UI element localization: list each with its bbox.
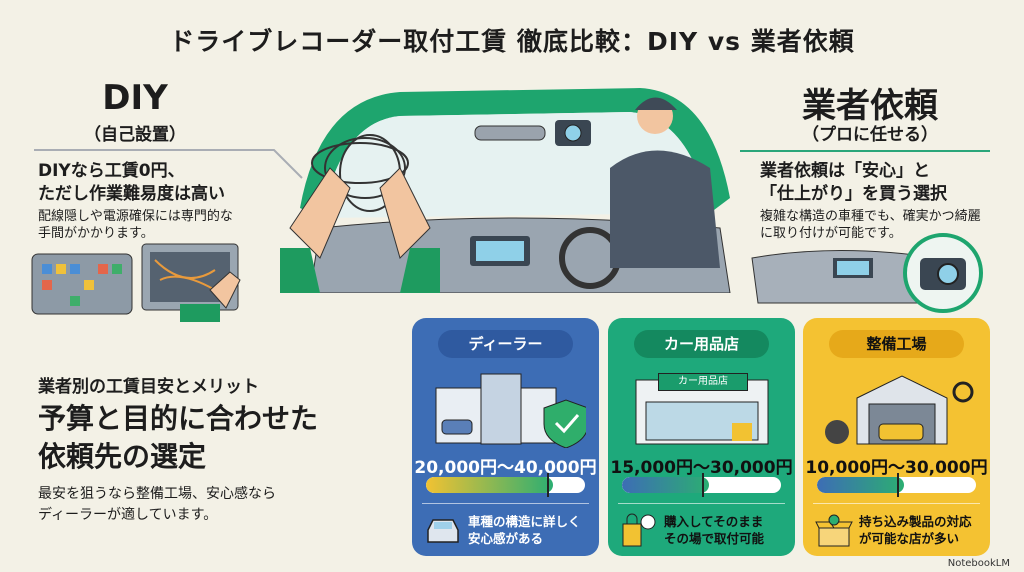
price-range: 15,000円〜30,000円 <box>610 458 793 478</box>
divider <box>422 503 589 504</box>
diy-lead-line2: ただし作業難易度は高い <box>38 184 225 204</box>
card-title: カー用品店 <box>634 330 769 358</box>
pro-desc: 複雑な構造の車種でも、確実かつ綺麗に取り付けが可能です。 <box>760 208 981 242</box>
merit-line2: が可能な店が多い <box>859 531 960 546</box>
divider <box>813 503 980 504</box>
merit-line2: 安心感がある <box>468 531 544 546</box>
merit-line1: 持ち込み製品の対応 <box>859 514 972 529</box>
diy-lead-line1: DIYなら工賃0円、 <box>38 161 185 181</box>
garage-building-icon <box>825 375 974 445</box>
card-garage: 整備工場 10,000円〜30,000円 持ち込み製品の対応が可能な店が多い <box>803 318 990 556</box>
pro-heading: 業者依頼 <box>802 86 938 126</box>
summary-desc-line1: 最安を狙うなら整備工場、安心感なら <box>38 486 276 502</box>
summary-heading-line1: 予算と目的に合わせた <box>38 402 319 435</box>
summary-heading: 予算と目的に合わせた依頼先の選定 <box>38 400 318 476</box>
diy-desc-line1: 配線隠しや電源確保には専門的な <box>38 209 233 224</box>
merit-line2: その場で取付可能 <box>664 531 765 546</box>
card-title: 整備工場 <box>829 330 964 358</box>
page-title: ドライブレコーダー取付工賃 徹底比較：DIY vs 業者依頼 <box>169 27 855 56</box>
car-icon <box>427 519 459 543</box>
merit-text: 車種の構造に詳しく安心感がある <box>468 513 581 547</box>
fuse-box-illustration <box>31 243 241 322</box>
diy-lead: DIYなら工賃0円、ただし作業難易度は高い <box>38 160 225 206</box>
summary-heading-line2: 依頼先の選定 <box>38 440 207 473</box>
pro-lead-line2: 「仕上がり」を買う選択 <box>760 184 947 204</box>
card-car-shop: カー用品店 カー用品店 15,000円〜30,000円 購入してそのままその場で… <box>608 318 795 556</box>
divider <box>618 503 785 504</box>
diy-desc-line2: 手間がかかります。 <box>38 226 154 241</box>
card-dealer: ディーラー 20,000円〜40,000円 車種の構造に詳しく安心感がある <box>412 318 599 556</box>
price-range: 10,000円〜30,000円 <box>805 458 988 478</box>
car-interior-illustration <box>280 88 731 293</box>
diy-heading: DIY <box>102 78 168 118</box>
notebooklm-brand: NotebookLM <box>947 558 1010 569</box>
price-marker <box>896 473 899 497</box>
price-level-bar <box>426 477 585 493</box>
merit-text: 持ち込み製品の対応が可能な店が多い <box>859 513 972 547</box>
dealer-building-icon <box>435 373 586 448</box>
diy-divider <box>34 149 303 179</box>
pro-desc-line1: 複雑な構造の車種でも、確実かつ綺麗 <box>760 209 981 224</box>
pro-lead-line1: 業者依頼は「安心」と <box>760 161 930 181</box>
diy-subheading: （自己設置） <box>84 125 186 145</box>
diy-desc: 配線隠しや電源確保には専門的な手間がかかります。 <box>38 208 233 242</box>
summary-kicker: 業者別の工賃目安とメリット <box>38 377 259 397</box>
merit-text: 購入してそのままその場で取付可能 <box>664 513 764 547</box>
price-marker <box>701 473 704 497</box>
box-gear-icon <box>815 514 853 547</box>
pro-lead: 業者依頼は「安心」と「仕上がり」を買う選択 <box>760 160 947 206</box>
pro-divider <box>740 150 990 152</box>
dashcam-illustration <box>751 233 983 313</box>
summary-desc-line2: ディーラーが適しています。 <box>38 507 218 523</box>
shopping-bag-clock-icon <box>622 513 656 547</box>
store-sign: カー用品店 <box>658 373 748 391</box>
pro-subheading: （プロに任せる） <box>802 125 938 145</box>
summary-desc: 最安を狙うなら整備工場、安心感ならディーラーが適しています。 <box>38 484 276 526</box>
card-title: ディーラー <box>438 330 573 358</box>
price-range: 20,000円〜40,000円 <box>414 458 597 478</box>
merit-line1: 購入してそのまま <box>664 514 764 529</box>
price-marker <box>546 473 549 497</box>
pro-desc-line2: に取り付けが可能です。 <box>760 226 902 241</box>
merit-line1: 車種の構造に詳しく <box>468 514 581 529</box>
